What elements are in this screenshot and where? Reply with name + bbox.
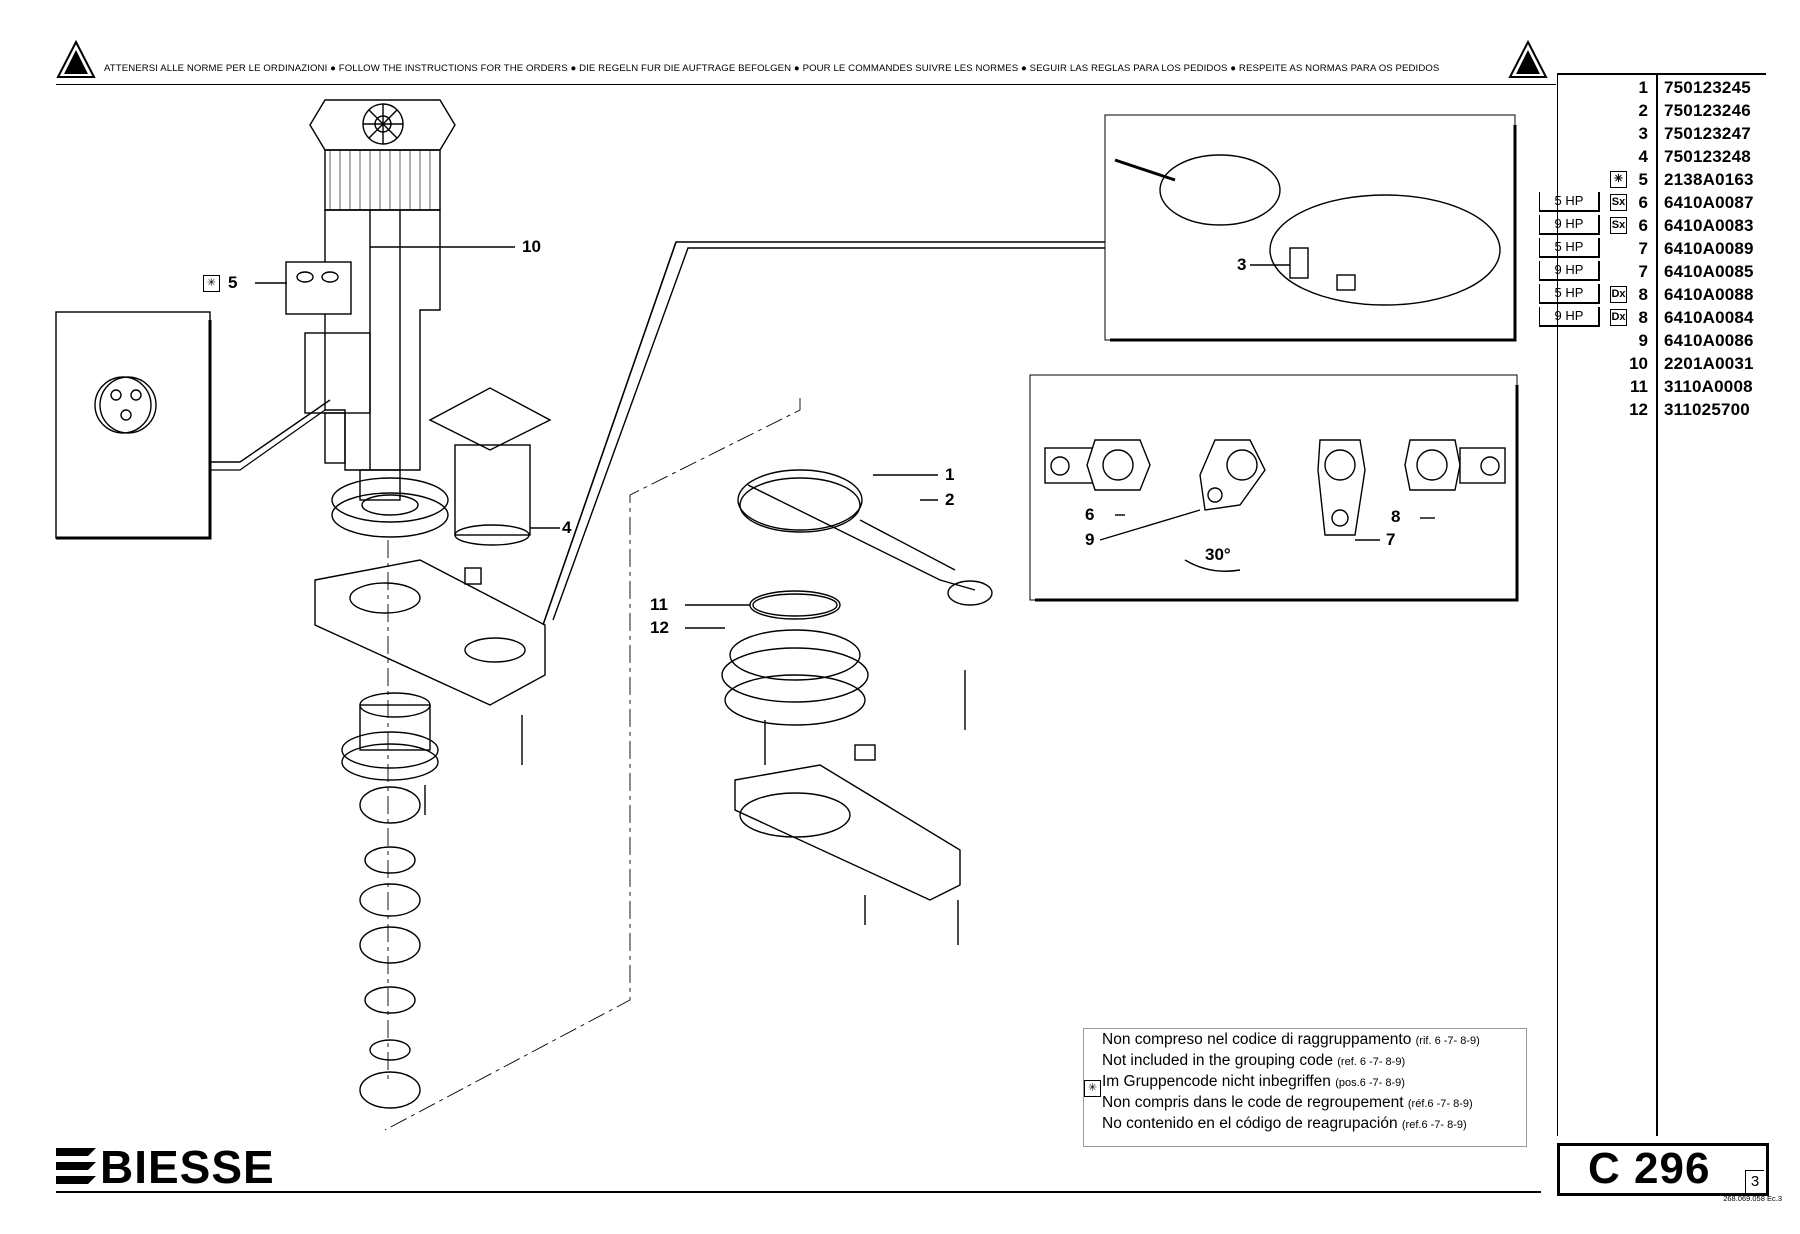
parts-row: 9 6410A0086: [1558, 329, 1766, 352]
part-code: 750123247: [1664, 124, 1751, 143]
part-code: 6410A0083: [1664, 216, 1754, 235]
part-position: 9: [1638, 331, 1648, 350]
order-instructions: ATTENERSI ALLE NORME PER LE ORDINAZIONI …: [104, 63, 1440, 74]
part-code: 2138A0163: [1664, 170, 1754, 189]
parts-row: 1 750123245: [1558, 76, 1766, 99]
not-included-star-icon: ✳: [203, 275, 220, 292]
side-badge: Dx: [1610, 286, 1627, 303]
exploded-assembly-drawing: [55, 99, 1519, 1131]
part-code: 6410A0084: [1664, 308, 1754, 327]
part-code: 6410A0087: [1664, 193, 1754, 212]
part-position: 2: [1638, 101, 1648, 120]
part-position: 6: [1638, 216, 1648, 235]
callout-2: 2: [945, 490, 955, 509]
brand-name: BIESSE: [100, 1141, 275, 1193]
part-position: 7: [1638, 239, 1648, 258]
part-position: 10: [1629, 354, 1648, 373]
callout-1: 1: [945, 465, 955, 484]
hp-badge: 9 HP: [1539, 215, 1600, 235]
callout-9: 9: [1085, 530, 1095, 549]
part-code: 311025700: [1664, 400, 1750, 419]
note-line-de: Im Gruppencode nicht inbegriffen (pos.6 …: [1102, 1073, 1405, 1090]
part-position: 6: [1638, 193, 1648, 212]
exclusion-note-box: ✳ Non compreso nel codice di raggruppame…: [1083, 1028, 1527, 1147]
drawing-code-box: C 296 3: [1557, 1143, 1769, 1196]
parts-row: 3 750123247: [1558, 122, 1766, 145]
hp-badge: 5 HP: [1539, 238, 1600, 258]
footer-rule: [56, 1191, 1541, 1193]
part-code: 6410A0088: [1664, 285, 1754, 304]
part-position: 3: [1638, 124, 1648, 143]
angle-label: 30°: [1205, 545, 1231, 564]
callout-3: 3: [1237, 255, 1247, 274]
parts-row: ✳ 5 2138A0163: [1558, 168, 1766, 191]
part-code: 750123245: [1664, 78, 1751, 97]
parts-table: 1 750123245 2 750123246 3 750123247 4 75…: [1539, 73, 1766, 1136]
not-included-star-icon: ✳: [1610, 171, 1627, 188]
sheet-number: 3: [1745, 1170, 1764, 1193]
callout-12: 12: [650, 618, 669, 637]
callout-5: 5: [228, 273, 238, 292]
parts-row: 4 750123248: [1558, 145, 1766, 168]
note-line-en: Not included in the grouping code (ref. …: [1102, 1052, 1406, 1069]
parts-row: 5 HP 7 6410A0089: [1539, 237, 1766, 260]
part-position: 8: [1638, 308, 1648, 327]
part-position: 7: [1638, 262, 1648, 281]
callout-4: 4: [562, 518, 572, 537]
document-reference: 268.069.058 Ec.3: [1723, 1194, 1782, 1203]
hp-badge: 9 HP: [1539, 307, 1600, 327]
part-position: 8: [1638, 285, 1648, 304]
callout-11: 11: [650, 595, 668, 614]
note-line-fr: Non compris dans le code de regroupement…: [1102, 1094, 1473, 1111]
part-position: 5: [1638, 170, 1648, 189]
part-code: 6410A0089: [1664, 239, 1754, 258]
part-code: 750123248: [1664, 147, 1751, 166]
callout-10: 10: [522, 237, 541, 256]
callout-6: 6: [1085, 505, 1095, 524]
parts-row: 12 311025700: [1558, 398, 1766, 421]
motor-illustration: [309, 99, 456, 501]
part-code: 6410A0085: [1664, 262, 1754, 281]
parts-row: 9 HP 7 6410A0085: [1539, 260, 1766, 283]
note-line-es: No contenido en el código de reagrupació…: [1102, 1115, 1467, 1132]
side-badge: Sx: [1610, 217, 1627, 234]
parts-row: 11 3110A0008: [1558, 375, 1766, 398]
callout-8: 8: [1391, 507, 1401, 526]
drawing-code: C 296: [1588, 1144, 1711, 1193]
not-included-star-icon: ✳: [1084, 1080, 1101, 1097]
brand-logo-icon: [56, 1148, 96, 1184]
part-code: 3110A0008: [1664, 377, 1753, 396]
parts-row: 5 HP Sx 6 6410A0087: [1539, 191, 1766, 214]
part-position: 11: [1630, 377, 1648, 396]
part-code: 2201A0031: [1664, 354, 1754, 373]
parts-row: 5 HP Dx 8 6410A0088: [1539, 283, 1766, 306]
part-position: 12: [1629, 400, 1648, 419]
part-position: 1: [1638, 78, 1648, 97]
part-code: 6410A0086: [1664, 331, 1754, 350]
side-badge: Sx: [1610, 194, 1627, 211]
hp-badge: 5 HP: [1539, 192, 1600, 212]
parts-row: 2 750123246: [1558, 99, 1766, 122]
note-line-it: Non compreso nel codice di raggruppament…: [1102, 1031, 1480, 1048]
header-rule: [56, 84, 1556, 85]
callout-7: 7: [1386, 530, 1396, 549]
hp-badge: 5 HP: [1539, 284, 1600, 304]
parts-row: 9 HP Dx 8 6410A0084: [1539, 306, 1766, 329]
parts-row: 9 HP Sx 6 6410A0083: [1539, 214, 1766, 237]
part-code: 750123246: [1664, 101, 1751, 120]
part-position: 4: [1638, 147, 1648, 166]
warning-triangle-icon-left: [56, 40, 96, 78]
warning-triangle-icon-right: [1508, 40, 1548, 78]
parts-row: 10 2201A0031: [1558, 352, 1766, 375]
side-badge: Dx: [1610, 309, 1627, 326]
hp-badge: 9 HP: [1539, 261, 1600, 281]
